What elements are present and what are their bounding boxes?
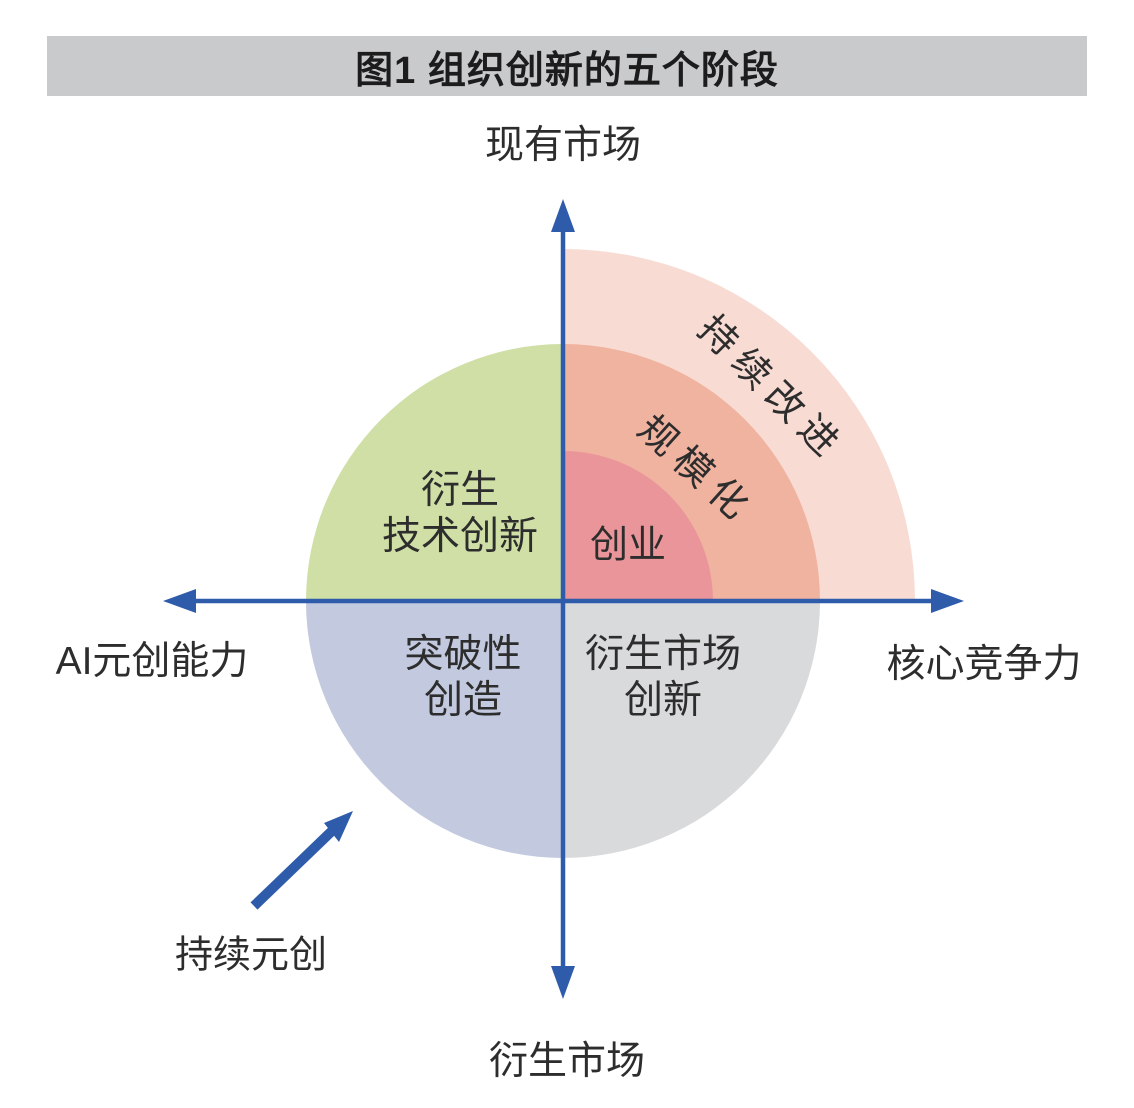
quadrant-label-bottom-left-line1: 突破性 (404, 632, 522, 676)
annotation-arrowhead-icon (324, 811, 353, 842)
arrowhead-right-icon (931, 589, 964, 613)
quadrant-label-top-left-line1: 衍生 (420, 468, 500, 512)
quadrant-label-bottom-left: 突破性 创造 (404, 632, 521, 724)
stage-label-inner: 创业 (589, 524, 667, 567)
quadrant-label-bottom-right: 衍生市场 创新 (585, 632, 741, 724)
axis-label-left: AI元创能力 (55, 640, 249, 683)
axis-label-top: 现有市场 (484, 124, 642, 167)
quadrant-label-bottom-right-line2: 创新 (623, 679, 703, 722)
quadrant-label-bottom-right-line1: 衍生市场 (584, 632, 742, 676)
quadrant-bottom-right (563, 601, 820, 858)
figure-title-bar: 图1 组织创新的五个阶段 (47, 36, 1087, 96)
quadrant-top-left (306, 344, 563, 601)
quadrant-label-top-left-line2: 技术创新 (381, 515, 539, 558)
arrowhead-left-icon (163, 589, 196, 613)
quadrant-label-top-left: 衍生 技术创新 (382, 468, 538, 560)
figure-title: 图1 组织创新的五个阶段 (355, 49, 779, 92)
arrowhead-up-icon (551, 199, 575, 232)
axis-label-right: 核心竞争力 (886, 643, 1082, 686)
axis-label-bottom: 衍生市场 (488, 1040, 646, 1083)
annotation-arrow-shaft (250, 825, 338, 910)
stage-inner-quarter-disc (563, 451, 713, 601)
arrowhead-down-icon (551, 966, 575, 999)
quadrant-label-bottom-left-line2: 创造 (423, 679, 503, 722)
annotation-label: 持续元创 (174, 934, 328, 977)
quadrant-bottom-left (306, 601, 563, 858)
